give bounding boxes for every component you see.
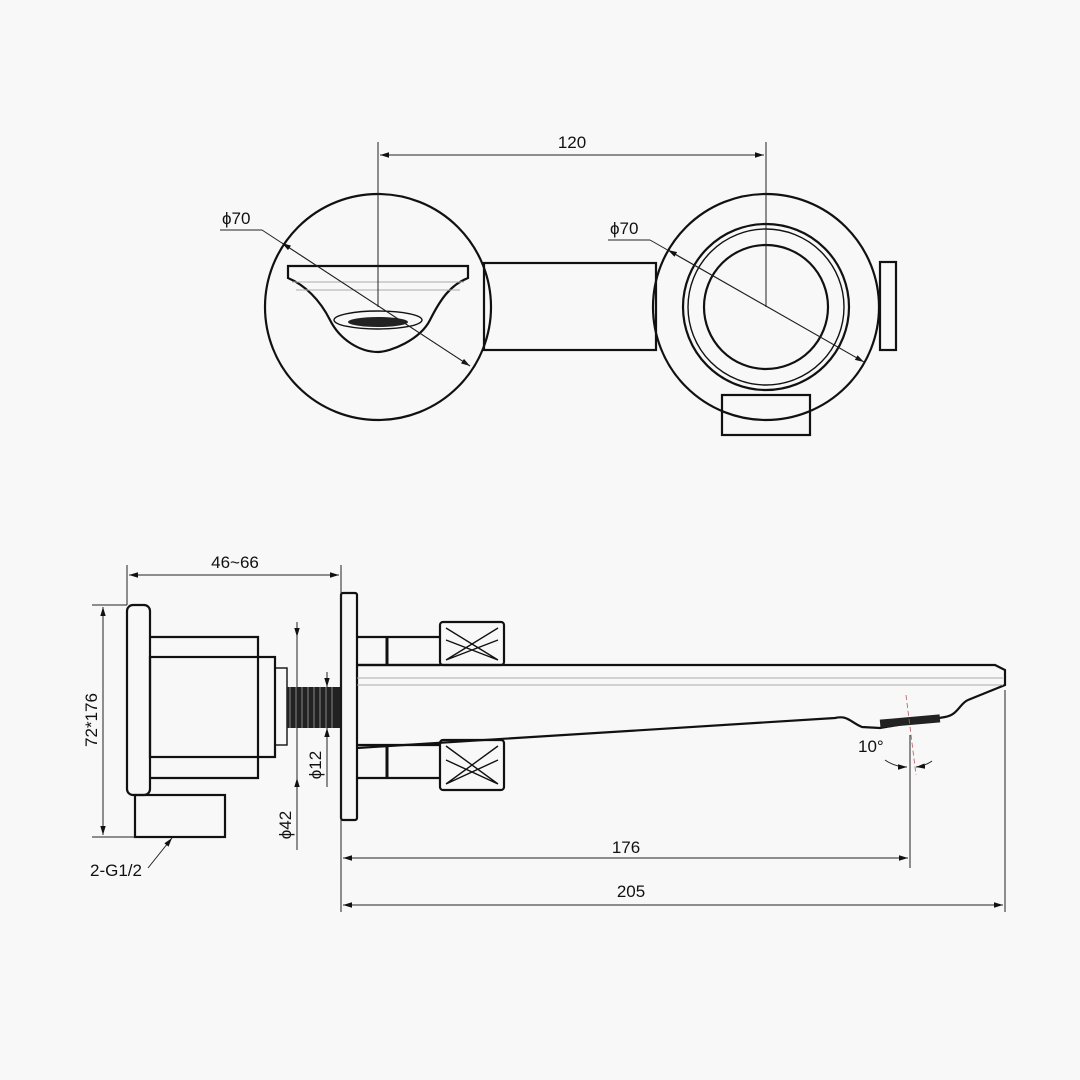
spout-section [286, 264, 470, 354]
aerator [879, 714, 941, 728]
inlet-connector [133, 793, 227, 839]
back-plate [125, 603, 152, 797]
valve-body [150, 635, 260, 780]
label-connection: 2-G1/2 [90, 861, 142, 880]
dim-overall-length: 205 [617, 882, 645, 901]
dim-wall-depth: 46~66 [211, 553, 259, 572]
side-block [878, 260, 898, 352]
dim-center-distance: 120 [558, 133, 586, 152]
dim-left-diameter: ϕ70 [222, 209, 250, 228]
dim-flange-diameter: ϕ42 [276, 811, 295, 839]
dim-spout-angle: 10° [858, 737, 884, 756]
spout [356, 663, 1007, 750]
dim-body-size: 72*176 [82, 693, 101, 747]
connecting-pipe [482, 261, 658, 352]
side-view: 46~66 72*176 ϕ42 ϕ12 2-G1/2 176 205 10° [82, 553, 1007, 912]
dim-spout-reach: 176 [612, 838, 640, 857]
body-inner [148, 655, 277, 759]
wall-flange [339, 591, 359, 822]
top-view: 120 ϕ70 ϕ70 [220, 133, 898, 437]
dim-right-diameter: ϕ70 [610, 219, 638, 238]
handle-base [720, 393, 812, 437]
dim-spindle-diameter: ϕ12 [306, 751, 325, 779]
